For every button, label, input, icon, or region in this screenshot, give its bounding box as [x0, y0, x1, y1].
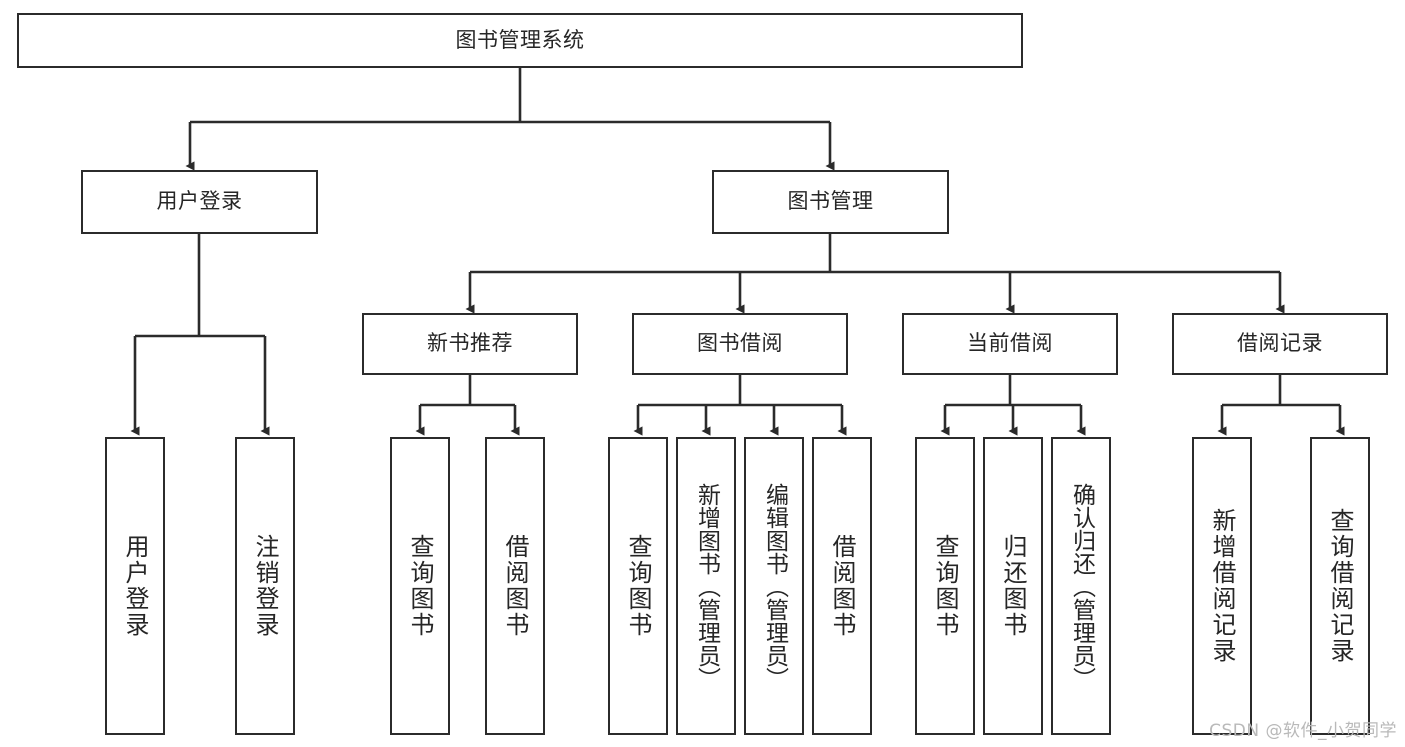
node-label: 图书管理	[787, 189, 874, 214]
node-user-login[interactable]: 用户登录	[81, 170, 318, 234]
node-label: 确认归还（管理员）	[1068, 482, 1095, 690]
leaf-new-book-borrow[interactable]: 借阅图书	[485, 437, 545, 735]
node-label: 新增图书（管理员）	[693, 482, 720, 690]
node-label: 用户登录	[121, 534, 149, 638]
node-label: 查询图书	[406, 534, 434, 638]
leaf-user-login-login[interactable]: 用户登录	[105, 437, 165, 735]
leaf-book-borrow-query[interactable]: 查询图书	[608, 437, 668, 735]
leaf-book-borrow-add[interactable]: 新增图书（管理员）	[676, 437, 736, 735]
watermark: CSDN @软件_小贺同学	[1209, 721, 1397, 741]
node-label: 新增借阅记录	[1208, 508, 1236, 664]
node-label: 编辑图书（管理员）	[761, 482, 788, 690]
node-book-borrow[interactable]: 图书借阅	[632, 313, 848, 375]
node-label: 图书借阅	[697, 331, 783, 356]
node-label: 用户登录	[156, 189, 243, 214]
node-label: 查询图书	[931, 534, 959, 638]
node-label: 查询借阅记录	[1326, 508, 1354, 664]
leaf-borrow-record-query[interactable]: 查询借阅记录	[1310, 437, 1370, 735]
leaf-borrow-record-add[interactable]: 新增借阅记录	[1192, 437, 1252, 735]
node-label: 图书管理系统	[455, 27, 585, 52]
leaf-current-borrow-return[interactable]: 归还图书	[983, 437, 1043, 735]
node-root-system[interactable]: 图书管理系统	[17, 13, 1023, 68]
node-label: 当前借阅	[967, 331, 1053, 356]
node-book-management[interactable]: 图书管理	[712, 170, 949, 234]
node-label: 借阅图书	[501, 534, 529, 638]
leaf-current-borrow-confirm-return[interactable]: 确认归还（管理员）	[1051, 437, 1111, 735]
leaf-book-borrow-borrow[interactable]: 借阅图书	[812, 437, 872, 735]
leaf-new-book-query[interactable]: 查询图书	[390, 437, 450, 735]
leaf-book-borrow-edit[interactable]: 编辑图书（管理员）	[744, 437, 804, 735]
node-new-book-recommend[interactable]: 新书推荐	[362, 313, 578, 375]
node-label: 归还图书	[999, 534, 1027, 638]
node-current-borrow[interactable]: 当前借阅	[902, 313, 1118, 375]
leaf-current-borrow-query[interactable]: 查询图书	[915, 437, 975, 735]
node-label: 借阅图书	[828, 534, 856, 638]
node-borrow-record[interactable]: 借阅记录	[1172, 313, 1388, 375]
node-label: 查询图书	[624, 534, 652, 638]
node-label: 新书推荐	[427, 331, 513, 356]
node-label: 借阅记录	[1237, 331, 1323, 356]
node-label: 注销登录	[251, 534, 279, 638]
leaf-user-login-logout[interactable]: 注销登录	[235, 437, 295, 735]
